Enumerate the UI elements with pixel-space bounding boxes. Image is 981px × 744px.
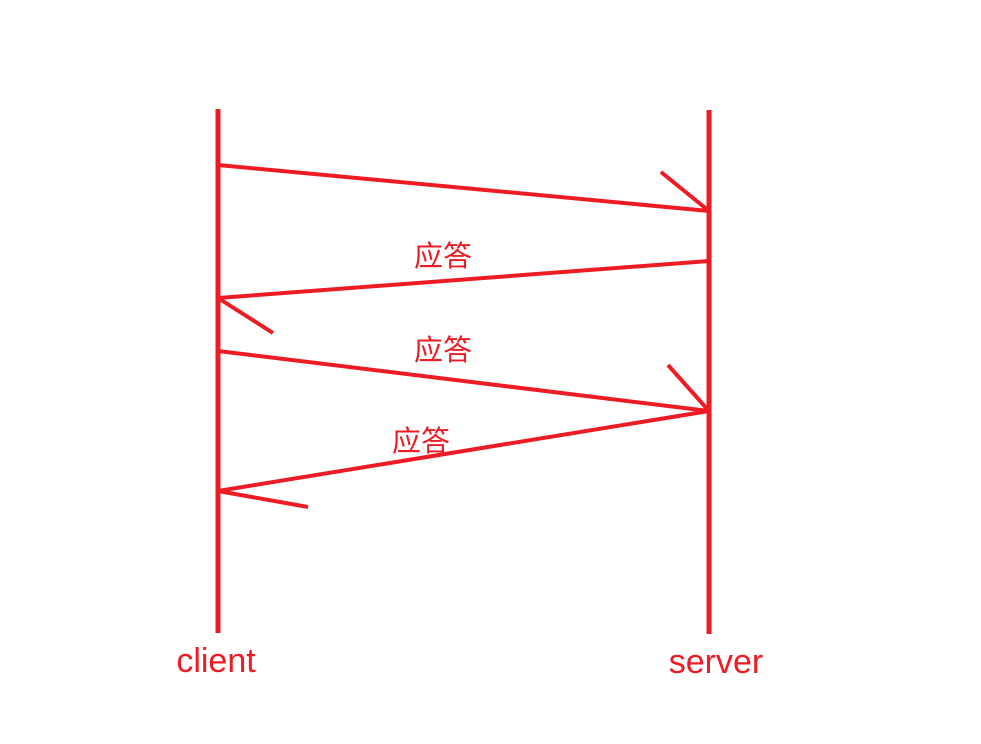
actor-label-server: server [669,643,763,681]
arrowhead-2 [216,296,275,335]
arrowhead-3 [666,363,711,413]
message-line-4-server-to-client [217,409,710,493]
arrowhead-4 [217,489,309,509]
message-label-4: 应答 [392,425,450,458]
arrowhead-1 [659,170,711,213]
message-line-1-client-to-server [217,163,710,213]
message-label-2: 应答 [414,240,472,273]
message-line-2-server-to-client [217,259,710,300]
actor-label-client: client [176,642,256,680]
message-line-3-client-to-server [217,349,710,413]
message-label-3: 应答 [414,334,472,367]
